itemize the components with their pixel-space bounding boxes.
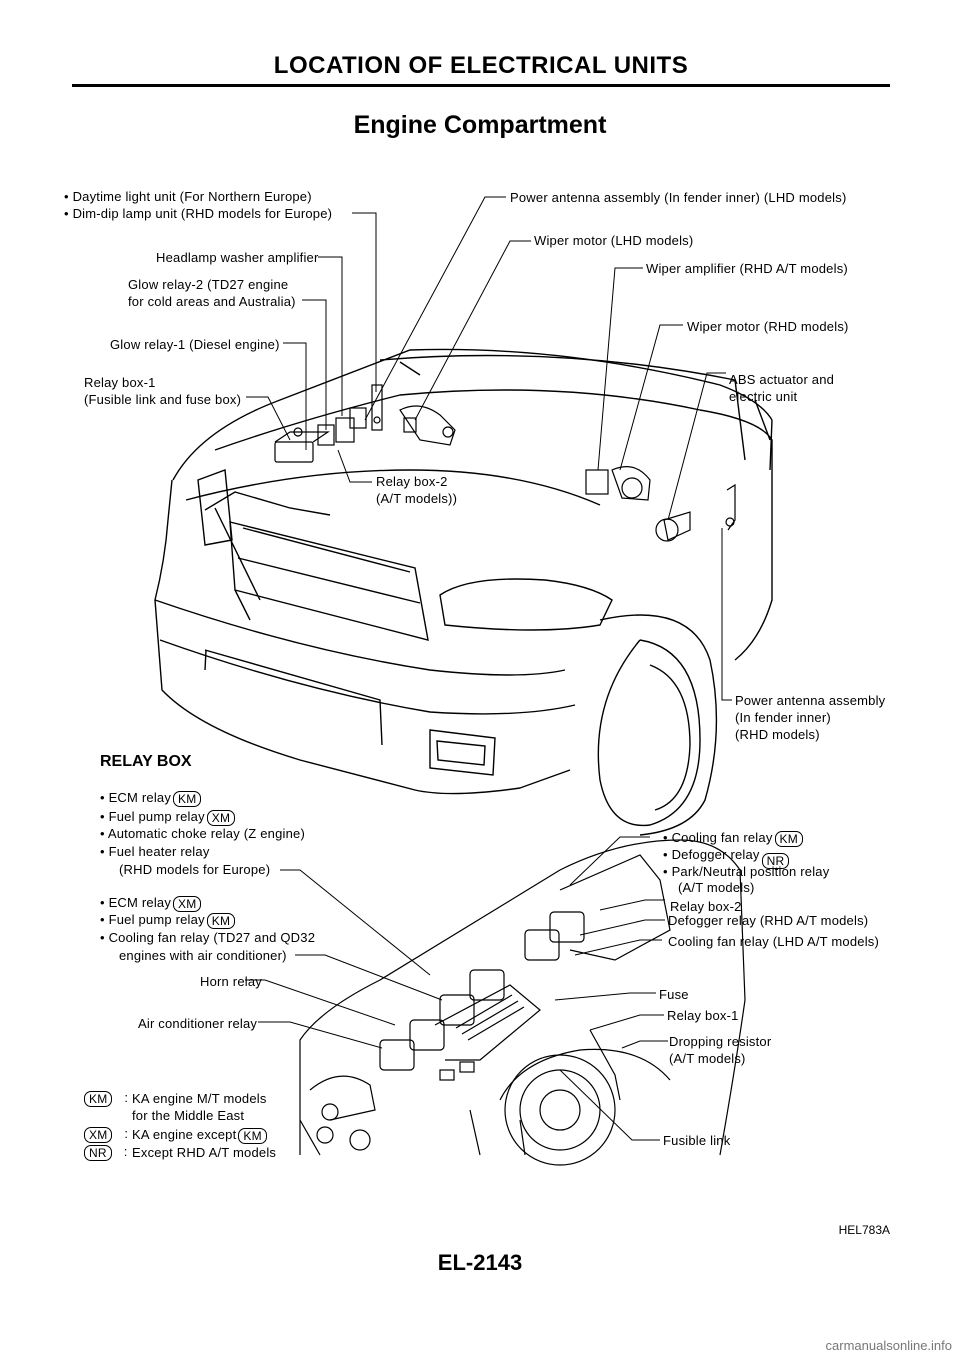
label-horn-relay: Horn relay xyxy=(200,974,262,989)
label-text: KA engine except xyxy=(132,1127,237,1142)
legend-km: KM: xyxy=(82,1089,128,1107)
label-abs-actuator: ABS actuator and xyxy=(729,372,835,387)
label-fuse: Fuse xyxy=(659,987,689,1002)
label-text: • Fuel pump relay xyxy=(100,912,205,927)
code-badge-km: KM xyxy=(206,912,236,929)
label-automatic-choke-relay: • Automatic choke relay (Z engine) xyxy=(100,826,305,841)
legend-xm: XM: xyxy=(82,1125,128,1143)
engine-components xyxy=(274,384,736,542)
code-badge-km: KM xyxy=(173,790,202,807)
section-header: LOCATION OF ELECTRICAL UNITS xyxy=(273,52,689,79)
label-text: • Fuel pump relay xyxy=(100,809,205,824)
site-watermark: carmanualsonline.info xyxy=(825,1338,952,1353)
label-abs-actuator-detail: electric unit xyxy=(729,389,798,404)
label-headlamp-washer-amplifier: Headlamp washer amplifier xyxy=(156,250,319,265)
figure-reference: HEL783A xyxy=(838,1223,890,1237)
legend-colon: : xyxy=(124,1126,129,1141)
label-glow-relay-1: Glow relay-1 (Diesel engine) xyxy=(110,337,280,352)
legend-km-description-detail: for the Middle East xyxy=(132,1108,245,1123)
label-defogger-relay-rhd: Defogger relay (RHD A/T models) xyxy=(668,913,869,928)
label-relay-box-1-closeup: Relay box-1 xyxy=(667,1008,739,1023)
legend-colon: : xyxy=(123,1144,128,1159)
label-park-neutral-relay: • Park/Neutral position relay xyxy=(663,864,830,879)
label-glow-relay-2-detail: for cold areas and Australia) xyxy=(128,294,296,309)
label-wiper-amplifier: Wiper amplifier (RHD A/T models) xyxy=(646,261,848,276)
code-badge-nr: NR xyxy=(761,853,790,869)
label-power-antenna-lhd: Power antenna assembly (In fender inner)… xyxy=(510,190,847,205)
legend-nr-description: Except RHD A/T models xyxy=(132,1145,277,1160)
label-power-antenna-rhd-detail: (In fender inner) xyxy=(735,710,831,725)
page-number: EL-2143 xyxy=(437,1250,523,1275)
page-title: Engine Compartment xyxy=(353,111,607,139)
label-fuel-heater-relay-detail: (RHD models for Europe) xyxy=(119,862,271,877)
code-badge-xm: XM xyxy=(173,895,202,912)
label-relay-box-2: Relay box-2 xyxy=(376,474,448,489)
code-badge-nr: NR xyxy=(84,1144,112,1161)
header-rule xyxy=(72,84,890,87)
label-relay-box-1-detail: (Fusible link and fuse box) xyxy=(84,392,242,407)
label-wiper-motor-rhd: Wiper motor (RHD models) xyxy=(687,319,849,334)
leader-lines xyxy=(245,196,732,1141)
label-dropping-resistor: Dropping resistor xyxy=(669,1034,772,1049)
label-cooling-fan-relay-lhd: Cooling fan relay (LHD A/T models) xyxy=(668,934,880,949)
label-cooling-fan-relay-td27-detail: engines with air conditioner) xyxy=(119,948,287,963)
label-wiper-motor-lhd: Wiper motor (LHD models) xyxy=(534,233,694,248)
label-power-antenna-rhd: Power antenna assembly xyxy=(735,693,886,708)
label-glow-relay-2: Glow relay-2 (TD27 engine xyxy=(128,277,289,292)
code-badge-km: KM xyxy=(84,1090,113,1107)
code-badge-xm: XM xyxy=(84,1126,113,1143)
label-text: • Cooling fan relay xyxy=(663,830,773,845)
label-park-neutral-relay-detail: (A/T models) xyxy=(678,880,755,895)
label-relay-box-2-detail: (A/T models)) xyxy=(376,491,458,506)
label-dim-dip-lamp-unit: • Dim-dip lamp unit (RHD models for Euro… xyxy=(64,206,333,221)
label-fuel-heater-relay: • Fuel heater relay xyxy=(100,844,210,859)
vehicle-outline xyxy=(154,348,773,836)
label-text: • ECM relay xyxy=(100,895,172,910)
code-badge-km: KM xyxy=(774,830,803,847)
legend-km-description: KA engine M/T models xyxy=(132,1091,267,1106)
code-badge-xm: XM xyxy=(206,809,236,826)
label-relay-box-2-closeup: Relay box-2 xyxy=(670,899,742,914)
legend-nr: NR: xyxy=(82,1143,128,1161)
label-relay-box-1: Relay box-1 xyxy=(84,375,156,390)
legend-colon: : xyxy=(124,1090,129,1105)
label-dropping-resistor-detail: (A/T models) xyxy=(669,1051,746,1066)
code-badge-km: KM xyxy=(238,1127,267,1144)
label-fusible-link: Fusible link xyxy=(663,1133,731,1148)
relay-box-title: RELAY BOX xyxy=(100,753,192,770)
label-power-antenna-rhd-models: (RHD models) xyxy=(735,727,820,742)
label-text: • Defogger relay xyxy=(663,847,760,862)
label-cooling-fan-relay-td27: • Cooling fan relay (TD27 and QD32 xyxy=(100,930,316,945)
label-daytime-light-unit: • Daytime light unit (For Northern Europ… xyxy=(64,189,312,204)
label-text: • ECM relay xyxy=(100,790,172,805)
label-air-conditioner-relay: Air conditioner relay xyxy=(138,1016,258,1031)
